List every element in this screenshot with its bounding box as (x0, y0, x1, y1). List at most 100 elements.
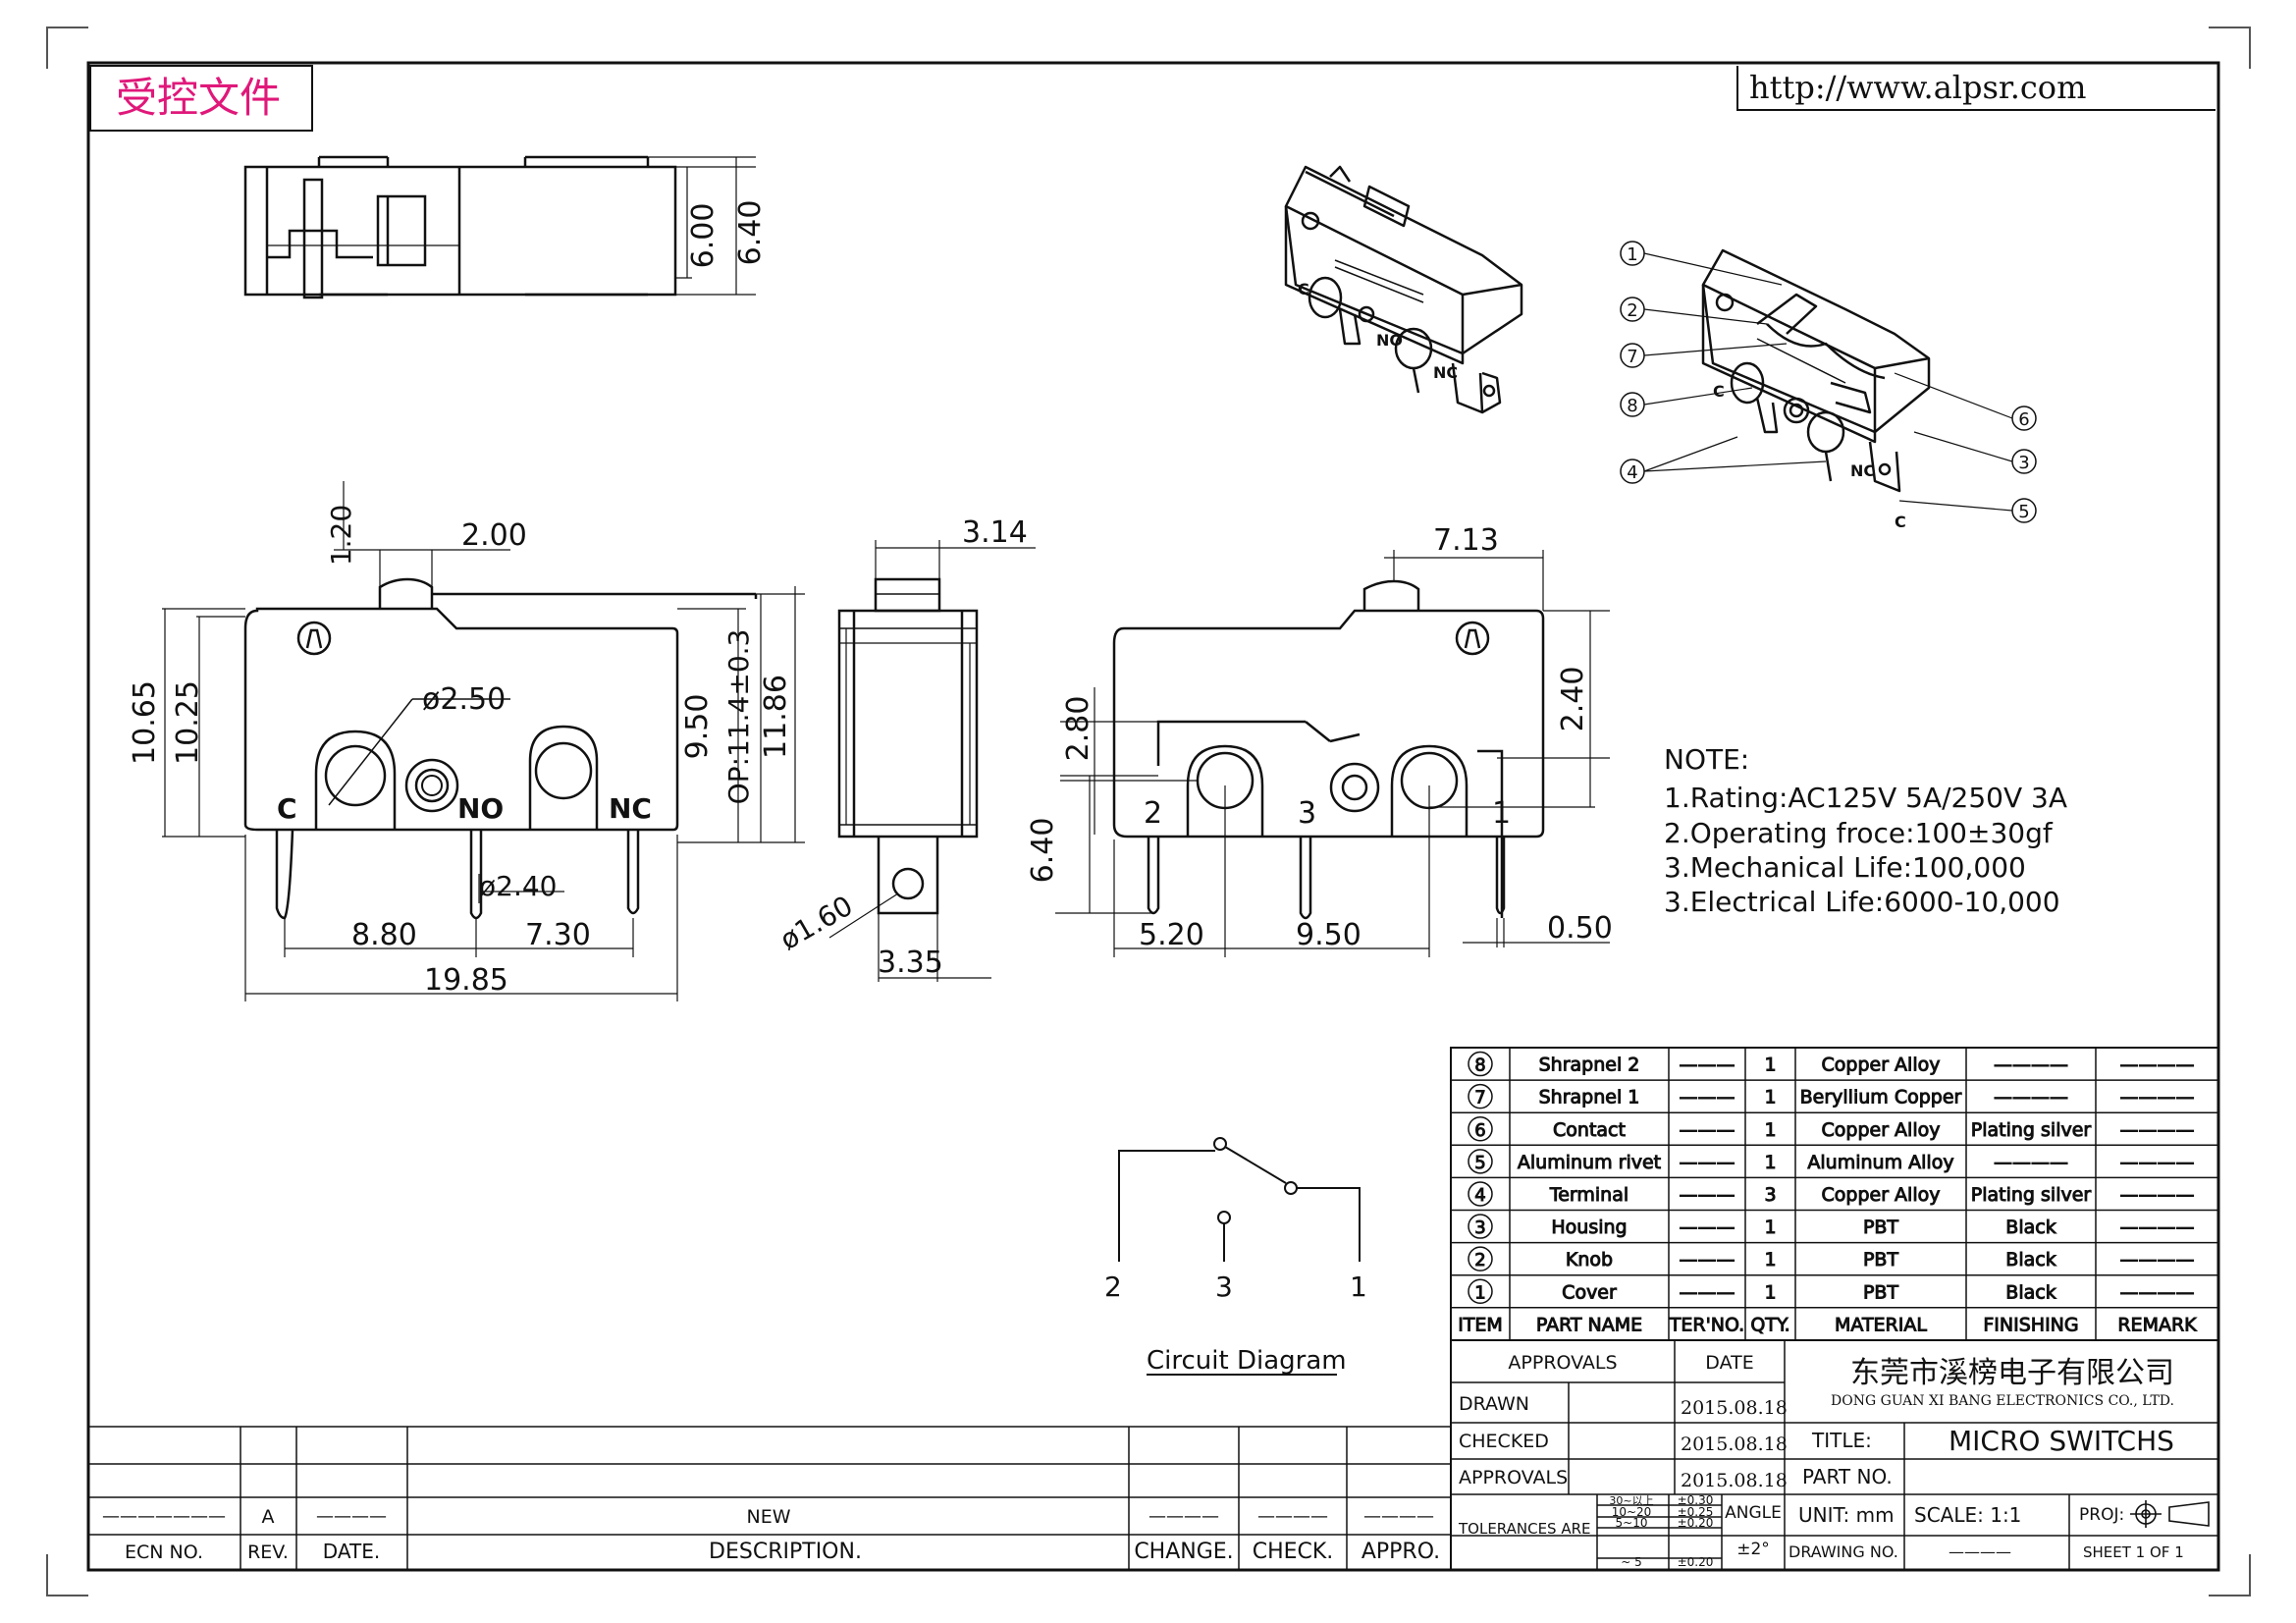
dim-7-30: 7.30 (525, 918, 591, 952)
bom-item-balloon (1468, 1116, 1493, 1142)
bom-cell-item: 5 (1474, 1153, 1485, 1173)
notes: NOTE: 1.Rating:AC125V 5A/250V 3A 2.Opera… (1664, 743, 2067, 918)
cutaway-label-c: C (1713, 382, 1725, 401)
tol-range-3: 5~10 (1616, 1516, 1648, 1530)
crop-marks (46, 27, 2251, 1596)
drawing-no-value: ———— (1949, 1542, 2011, 1561)
dim-2-40: 2.40 (1556, 667, 1590, 732)
svg-text:3: 3 (2018, 453, 2029, 473)
front-label-c: C (277, 792, 297, 825)
tol-value-3: ±0.20 (1678, 1516, 1714, 1530)
circuit-pin-3: 3 (1215, 1271, 1233, 1303)
bom-cell-ter: ——— (1680, 1281, 1735, 1303)
rev-appro-value: ———— (1363, 1506, 1434, 1527)
dim-3-35: 3.35 (878, 946, 943, 980)
rev-rev-value: A (262, 1506, 275, 1528)
proj-label: PROJ: (2079, 1505, 2124, 1525)
isometric-view (1284, 165, 1523, 414)
dim-9-50-vertical: 9.50 (680, 694, 715, 760)
bom-cell-ter: ——— (1680, 1152, 1735, 1173)
unit-value: UNIT: mm (1798, 1503, 1895, 1527)
rev-rev-label: REV. (247, 1542, 289, 1563)
dim-2-00: 2.00 (461, 518, 527, 553)
url-box: http://www.alpsr.com (1736, 66, 2216, 111)
bom-cell-finishing: ———— (1994, 1152, 2068, 1173)
dim-10-65: 10.65 (128, 680, 162, 765)
bom-cell-ter: ——— (1680, 1119, 1735, 1141)
tol-value-1: ±0.30 (1678, 1493, 1714, 1507)
bom-cell-name: Cover (1562, 1281, 1617, 1303)
bom-cell-remark: ———— (2120, 1249, 2195, 1271)
date-checked: 2015.08.18 (1681, 1434, 1788, 1455)
title-value: MICRO SWITCHS (1949, 1425, 2174, 1457)
dim-1-20: 1.20 (325, 505, 357, 566)
tol-range-1: 30~以上 (1609, 1494, 1653, 1507)
bom-cell-qty: 1 (1764, 1087, 1776, 1109)
dim-9-50-horizontal: 9.50 (1296, 918, 1362, 952)
bom-cell-qty: 1 (1764, 1152, 1776, 1173)
bom-cell-finishing: Plating silver (1971, 1184, 2092, 1206)
bom-item-balloon (1468, 1278, 1493, 1304)
bom-item-balloon (1468, 1246, 1493, 1271)
svg-text:6: 6 (2018, 409, 2029, 430)
bom-cell-item: 2 (1474, 1250, 1485, 1271)
bom-header-name: PART NAME (1536, 1314, 1642, 1335)
part-no-label: PART NO. (1802, 1465, 1893, 1488)
website-url[interactable]: http://www.alpsr.com (1749, 69, 2086, 106)
dim-phi-1-60: ø1.60 (774, 890, 858, 956)
revision-block (88, 1426, 1451, 1570)
bom-cell-item: 8 (1474, 1055, 1485, 1076)
company-name-cn: 东莞市溪榜电子有限公司 (1850, 1356, 2174, 1390)
bom-cell-item: 7 (1474, 1088, 1485, 1109)
svg-text:1: 1 (1627, 244, 1637, 265)
tol-value-2: ±0.25 (1678, 1505, 1714, 1519)
bom-cell-material: PBT (1863, 1281, 1898, 1303)
bom-header-item: ITEM (1458, 1314, 1503, 1335)
sheet-border (86, 61, 2220, 1572)
dim-8-80: 8.80 (351, 918, 417, 952)
date-header: DATE (1705, 1352, 1753, 1374)
dim-10-25: 10.25 (171, 680, 205, 765)
dim-6-40-side: 6.40 (1026, 818, 1060, 884)
bom-cell-remark: ———— (2120, 1055, 2195, 1076)
rev-change-label: CHANGE. (1134, 1540, 1233, 1564)
tol-range-4: ~ 5 (1621, 1555, 1642, 1569)
bom-cell-ter: ——— (1680, 1249, 1735, 1271)
bom-cell-finishing: Black (2005, 1281, 2056, 1303)
rev-change-value: ———— (1148, 1506, 1219, 1527)
date-approvals: 2015.08.18 (1681, 1470, 1788, 1491)
balloon-leaders (1643, 252, 2013, 512)
bom-cell-material: Beryllium Copper (1800, 1087, 1962, 1109)
note-line-1: 1.Rating:AC125V 5A/250V 3A (1664, 782, 2067, 814)
dim-6-40: 6.40 (733, 200, 768, 266)
notes-title: NOTE: (1664, 743, 1749, 776)
bom-cell-name: Housing (1551, 1217, 1627, 1238)
drawn-label: DRAWN (1459, 1393, 1529, 1415)
bom-cell-name: Shrapnel 2 (1539, 1055, 1640, 1076)
rev-check-label: CHECK. (1253, 1540, 1334, 1564)
drawing-no-label: DRAWING NO. (1789, 1542, 1898, 1561)
cutaway-label-nc: NC (1850, 461, 1875, 480)
bom-cell-ter: ——— (1680, 1184, 1735, 1206)
approvals-header: APPROVALS (1508, 1352, 1617, 1374)
approvals-label: APPROVALS (1459, 1467, 1568, 1488)
bom-cell-name: Aluminum rivet (1518, 1152, 1661, 1173)
rev-date-value: ———— (316, 1506, 387, 1527)
controlled-document-stamp: 受控文件 (89, 65, 313, 132)
bom-cell-remark: ———— (2120, 1281, 2195, 1303)
sheet-value: SHEET 1 OF 1 (2083, 1543, 2184, 1561)
bom-cell-ter: ——— (1680, 1055, 1735, 1076)
bom-cell-qty: 1 (1764, 1281, 1776, 1303)
dim-5-20: 5.20 (1139, 918, 1204, 952)
balloons: 1 2 7 8 4 6 3 5 (1620, 241, 2037, 523)
bom-cell-remark: ———— (2120, 1119, 2195, 1141)
bom-cell-material: Copper Alloy (1822, 1184, 1941, 1206)
